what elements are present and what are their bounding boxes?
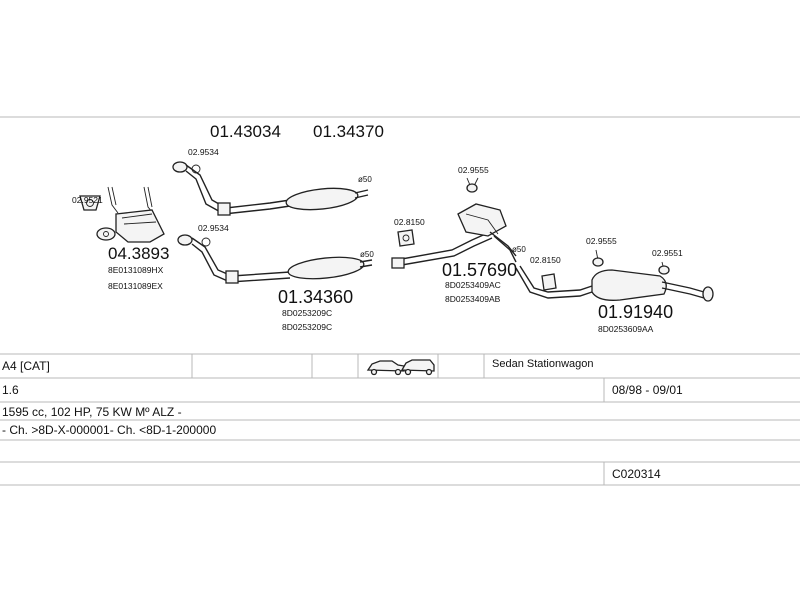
clamp-part bbox=[397, 229, 415, 247]
cat-flange-hole bbox=[103, 231, 109, 237]
rear-silencer-body bbox=[591, 269, 667, 301]
pipe-tail-upper bbox=[489, 231, 517, 257]
diameter-label: ø50 bbox=[512, 245, 526, 254]
cat-bracket-left-inner bbox=[111, 186, 117, 206]
pipe-outlet bbox=[354, 189, 369, 194]
cat-bracket-left bbox=[107, 186, 119, 214]
pipe-lower-edge bbox=[185, 170, 291, 215]
part-number-front-pipe-top-alt: 01.34370 bbox=[313, 122, 384, 141]
part-number-mid-silencer: 01.57690 bbox=[442, 260, 517, 280]
code-cell: C020314 bbox=[612, 467, 661, 481]
fitting-label: 02.9534 bbox=[188, 147, 219, 157]
tail-pipe-lower bbox=[661, 287, 705, 299]
oem-number: 8E0131089HX bbox=[108, 265, 164, 275]
diameter-label: ø50 bbox=[358, 175, 372, 184]
part-number-rear-silencer: 01.91940 bbox=[598, 302, 673, 322]
cat-body-detail bbox=[121, 213, 153, 219]
diameter-label: ø50 bbox=[360, 250, 374, 259]
hanger-rubber bbox=[466, 183, 478, 193]
pipe-lower-edge bbox=[395, 237, 493, 267]
clamp-part bbox=[541, 273, 557, 291]
part-number-front-pipe-top: 01.43034 bbox=[210, 122, 281, 141]
cat-bracket-right-inner bbox=[147, 186, 153, 208]
oem-number: 8D0253609AA bbox=[598, 324, 654, 334]
fitting-label: 02.9555 bbox=[586, 236, 617, 246]
sedan-car-icon bbox=[366, 360, 405, 376]
hanger-rubber bbox=[658, 265, 670, 275]
mid-silencer-seam bbox=[465, 213, 499, 235]
fitting-label: 02.8150 bbox=[394, 217, 425, 227]
oem-number: 8D0253409AC bbox=[445, 280, 501, 290]
engine-cell: 1.6 bbox=[2, 383, 19, 397]
front-silencer bbox=[285, 187, 359, 211]
clamp-bolt bbox=[402, 234, 410, 242]
pipe-lower-edge bbox=[519, 265, 593, 293]
fitting-label: 02.9521 bbox=[72, 195, 103, 205]
pipe-clamp bbox=[391, 257, 405, 269]
specs-cell: 1595 cc, 102 HP, 75 KW Mº ALZ - bbox=[2, 405, 182, 419]
fitting-label: 02.9534 bbox=[198, 223, 229, 233]
part-number-cat: 04.3893 bbox=[108, 244, 169, 263]
oem-number: 8E0131089EX bbox=[108, 281, 163, 291]
pipe-outlet bbox=[359, 259, 373, 263]
fitting-ring bbox=[191, 164, 201, 174]
front-pipe-bottom bbox=[177, 234, 373, 284]
cat-body bbox=[115, 209, 165, 243]
pipe-upper-edge bbox=[395, 231, 491, 261]
pipe-flange bbox=[177, 234, 193, 246]
stationwagon-car-icon bbox=[400, 359, 435, 376]
pipe-outlet-lower bbox=[359, 264, 373, 268]
model-cell: A4 [CAT] bbox=[2, 359, 50, 373]
pipe-outlet-lower bbox=[354, 194, 369, 199]
body-type-cell: Sedan Stationwagon bbox=[492, 358, 594, 370]
front-pipe-top bbox=[172, 161, 369, 216]
cat-gasket-hole bbox=[86, 199, 94, 207]
cat-gasket bbox=[79, 195, 101, 211]
pipe-tail-lower bbox=[493, 235, 517, 263]
tail-pipe-tip bbox=[702, 286, 714, 302]
pipe-clamp bbox=[217, 202, 231, 216]
pipe-upper-edge bbox=[185, 164, 291, 209]
rear-silencer bbox=[515, 249, 714, 302]
fitting-label: 02.9551 bbox=[652, 248, 683, 258]
years-cell: 08/98 - 09/01 bbox=[612, 383, 683, 397]
chassis-cell: - Ch. >8D-X-000001- Ch. <8D-1-200000 bbox=[2, 423, 216, 437]
front-silencer bbox=[287, 256, 365, 280]
cat-body-detail-2 bbox=[123, 221, 157, 225]
tail-pipe bbox=[661, 281, 705, 293]
fitting-label: 02.8150 bbox=[530, 255, 561, 265]
oem-number: 8D0253209C bbox=[282, 322, 332, 332]
oem-number: 8D0253409AB bbox=[445, 294, 501, 304]
pipe-flange bbox=[172, 161, 188, 173]
pipe-upper-edge bbox=[515, 267, 593, 299]
pipe-upper-edge bbox=[191, 237, 291, 277]
pipe-lower-edge bbox=[191, 243, 291, 283]
fitting-ring bbox=[201, 237, 211, 247]
cat-flange bbox=[96, 227, 116, 241]
application-table: A4 [CAT] Sedan Stationwagon 1.6 08/98 - … bbox=[0, 353, 800, 486]
pipe-clamp bbox=[225, 270, 239, 284]
mid-silencer-body bbox=[457, 203, 507, 237]
fitting-label: 02.9555 bbox=[458, 165, 489, 175]
catalytic-converter: 02.9521 bbox=[72, 186, 165, 243]
mid-silencer bbox=[391, 177, 517, 269]
hanger-rubber bbox=[592, 257, 604, 267]
part-number-front-pipe-bottom: 01.34360 bbox=[278, 287, 353, 307]
oem-number: 8D0253209C bbox=[282, 308, 332, 318]
